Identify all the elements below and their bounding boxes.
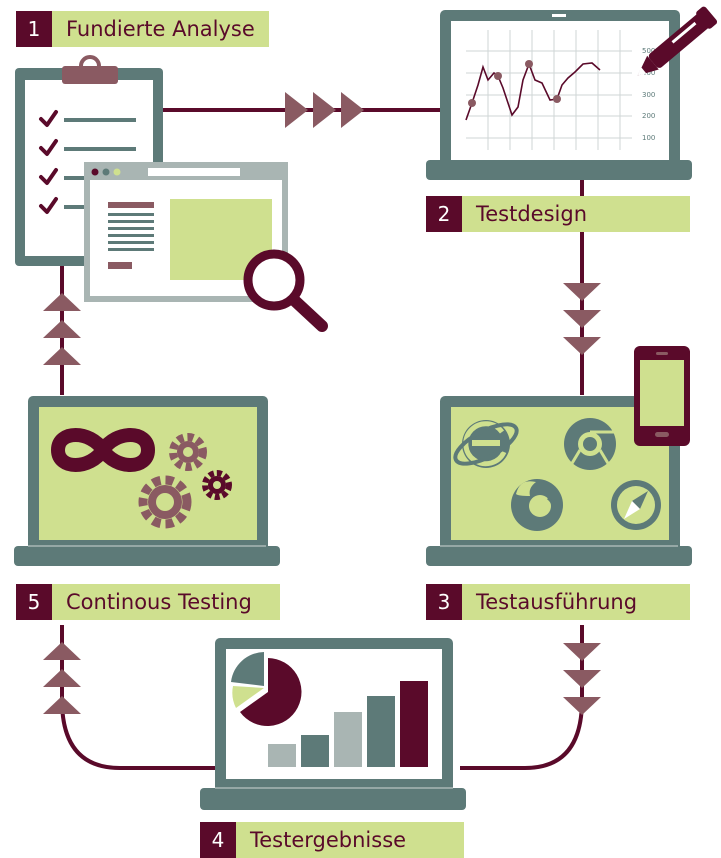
step-title: Testergebnisse xyxy=(236,822,464,858)
arrows-up-lower xyxy=(43,642,81,714)
step-title: Continous Testing xyxy=(52,584,280,620)
step-title: Fundierte Analyse xyxy=(52,11,269,47)
arrow-up-icon xyxy=(43,669,81,687)
arrow-down-icon xyxy=(563,670,601,688)
step-number: 4 xyxy=(200,822,236,858)
arrow-up-icon xyxy=(43,347,81,365)
arrow-right-icon xyxy=(341,92,364,128)
arrow-down-icon xyxy=(563,643,601,661)
laptop-testdesign: 500 400 300 200 100 xyxy=(426,10,692,180)
pen-icon xyxy=(637,6,718,76)
smartphone-icon xyxy=(634,346,690,446)
arrows-down-upper xyxy=(563,283,601,355)
step-3-label: 3 Testausführung xyxy=(426,584,690,620)
arrow-up-icon xyxy=(43,642,81,660)
arrow-up-icon xyxy=(43,293,81,311)
internet-explorer-icon xyxy=(453,420,519,468)
magnifier-icon xyxy=(243,249,328,332)
chrome-icon xyxy=(564,418,616,471)
connector-results-to-continuous xyxy=(60,625,215,770)
chart-axis-label: 100 xyxy=(642,134,655,142)
step-title: Testausführung xyxy=(462,584,690,620)
step-2-label: 2 Testdesign xyxy=(426,196,690,232)
arrow-right-icon xyxy=(285,92,308,128)
step-number: 5 xyxy=(16,584,52,620)
arrow-down-icon xyxy=(563,310,601,328)
pie-chart-icon xyxy=(231,652,302,726)
chart-axis-label: 300 xyxy=(642,91,655,99)
connector-execution-to-results xyxy=(460,625,584,770)
step-5-label: 5 Continous Testing xyxy=(16,584,280,620)
arrow-down-icon xyxy=(563,283,601,301)
bar-chart-icon xyxy=(268,681,428,767)
gear-icon xyxy=(202,470,232,500)
laptop-continuous-testing xyxy=(14,396,280,566)
arrow-down-icon xyxy=(563,337,601,355)
gear-icon xyxy=(138,475,192,529)
infinity-icon xyxy=(50,428,156,472)
step-number: 3 xyxy=(426,584,462,620)
chart-axis-label: 200 xyxy=(642,112,655,120)
arrow-up-icon xyxy=(43,320,81,338)
arrows-down-lower xyxy=(563,643,601,715)
step-title: Testdesign xyxy=(462,196,690,232)
step-number: 1 xyxy=(16,11,52,47)
step-4-label: 4 Testergebnisse xyxy=(200,822,464,858)
step-1-label: 1 Fundierte Analyse xyxy=(16,11,269,47)
arrows-up-upper xyxy=(43,293,81,365)
arrow-right-icon xyxy=(313,92,336,128)
arrow-up-icon xyxy=(43,696,81,714)
firefox-icon xyxy=(511,479,563,531)
chart-axis-label: 400 xyxy=(642,69,655,77)
step-number: 2 xyxy=(426,196,462,232)
arrows-right xyxy=(285,92,364,128)
arrow-down-icon xyxy=(563,697,601,715)
safari-icon xyxy=(611,480,661,530)
gear-icon xyxy=(169,433,207,471)
chart-axis-label: 500 xyxy=(642,47,655,55)
